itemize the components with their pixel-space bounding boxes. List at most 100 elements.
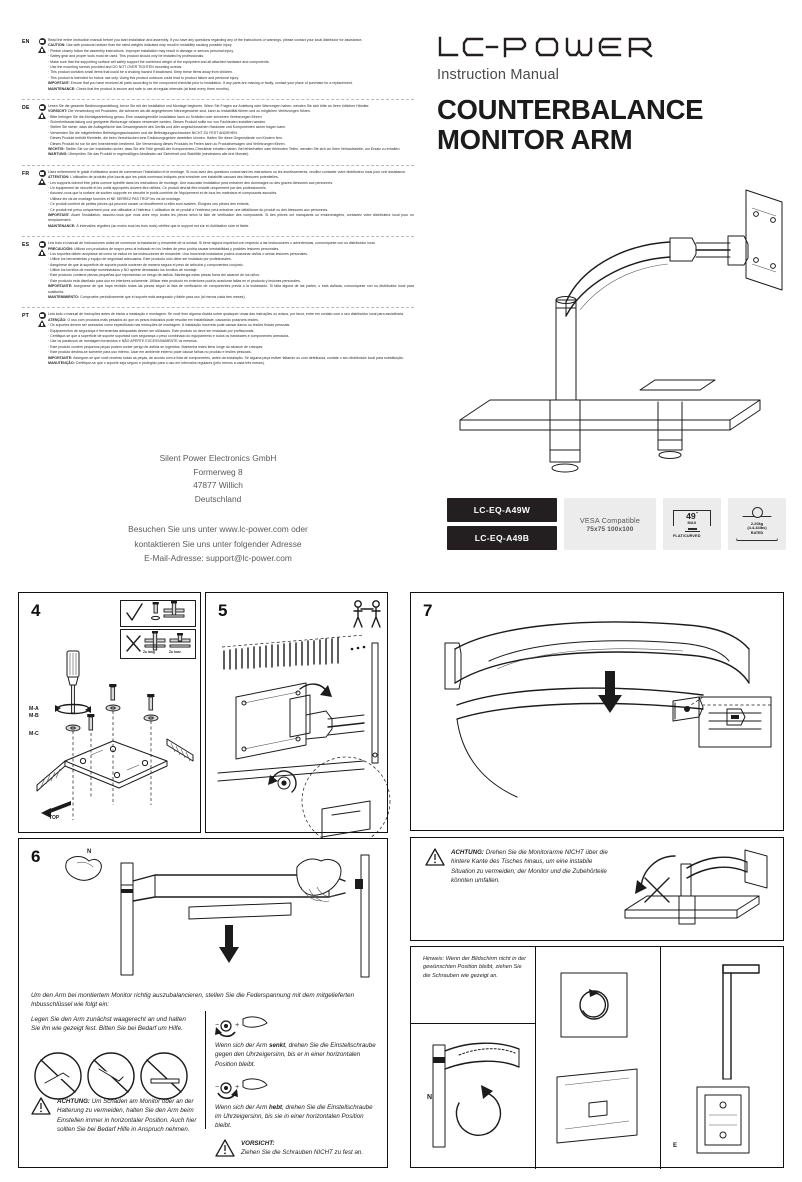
safety-language-es: ES Lea todo el manual de instrucciones a… [22, 241, 414, 300]
safety-maintenance: MAINTENANCE: Check that the product is s… [48, 86, 230, 91]
safety-bullet: · Dieses Produkt enthält Kleinteile, die… [48, 136, 283, 141]
note-text: Hinweis: Wenn der Blidschirm nicht in de… [423, 956, 527, 979]
safety-language-en: EN Read the entire instruction manual be… [22, 38, 414, 92]
step-7-panel: 7 [410, 592, 784, 831]
step-6-raise-text: Wenn sich der Arm hebt, drehen Sie die E… [215, 1103, 373, 1130]
step-6-lead-text: Um den Arm bei montiertem Monitor richti… [31, 992, 355, 1009]
company-name: Silent Power Electronics GmbH [159, 453, 277, 463]
safety-bullet: · Make sure that the supporting surface … [48, 59, 270, 64]
label-n: N [427, 1094, 432, 1101]
safety-text-pt: Leia todo o manual de instruções antes d… [48, 312, 414, 366]
step-6-left-warning-text: ACHTUNG: Um Schäden am Monitor oder an d… [57, 1098, 197, 1134]
safety-bullet: · Verwenden Sie die mitgelieferten Befes… [48, 130, 238, 135]
read-manual-icon [38, 103, 46, 111]
language-code-fr: FR [22, 170, 30, 177]
warning-triangle-icon [31, 1097, 51, 1115]
company-address-block: Silent Power Electronics GmbH Formerweg … [22, 452, 414, 566]
language-code-es: ES [22, 242, 30, 249]
step-number-4: 4 [31, 601, 41, 620]
part-label-ma-mb: M-A M-B [29, 706, 39, 719]
safety-icons [36, 312, 48, 328]
screen-size-max: MAX [687, 521, 697, 526]
email-line: E-Mail-Adresse: support@lc-power.com [144, 553, 292, 564]
safety-bullet: · Use os parafusos de montagem fornecido… [48, 339, 198, 344]
safety-bullet: · Stellen Sie sicher, dass die Auflagefl… [48, 125, 286, 130]
weight-handle [751, 507, 763, 518]
screen-size-badge: 49″ MAX FLAT/CURVED [663, 498, 721, 550]
brand-header: Instruction Manual COUNTERBALANCE MONITO… [437, 34, 782, 156]
safety-caution: VORSICHT: Die Verwendung mit Produkten, … [48, 109, 311, 114]
warning-triangle-icon [38, 320, 46, 328]
part-label-mc: M-C [29, 731, 39, 737]
model-badge-white: LC-EQ-A49W [447, 498, 557, 522]
weight-body: 2-20kg (4.4-44lbs) RATED [736, 516, 778, 541]
safety-important: WICHTIG: Stellen Sie vor der Installatio… [48, 147, 401, 152]
monitor-stand [687, 527, 697, 530]
safety-instructions-block: EN Read the entire instruction manual be… [22, 38, 414, 373]
product-illustration [430, 150, 790, 480]
step-6-lower-text: Wenn sich der Arm senkt, drehen Sie die … [215, 1042, 376, 1068]
label-e: E [673, 1143, 678, 1149]
read-manual-icon [38, 38, 46, 45]
safety-text-de: Lesen Sie die gesamte Bedienungsanleitun… [48, 104, 414, 158]
safety-text-es: Lea todo el manual de instrucciones ante… [48, 241, 414, 300]
safety-bullet: · Bitte befolgen Sie die Montageanleitun… [48, 114, 263, 119]
safety-bullet: · Please closely follow the assembly ins… [48, 48, 234, 53]
safety-bullet: · Utilisez les vis de montage fournies e… [48, 196, 182, 201]
vesa-spec-badge: VESA Compatible 75x75 100x100 [564, 498, 656, 550]
vesa-label: VESA Compatible [579, 515, 641, 525]
warning-triangle-icon [215, 1139, 235, 1157]
safety-bullet: · Asegúrese de que la superficie de sopo… [48, 262, 244, 267]
safety-bullet: · Certifique-se que a superfície de supo… [48, 333, 290, 338]
safety-bullet: · Este produto contém pequenos peças pod… [48, 344, 264, 349]
safety-important: IMPORTANT: Avant l'installation, assurez… [48, 212, 414, 223]
bad-screw-too-long-label: Zu lang [143, 650, 155, 654]
safety-bullet: · Ce produit contient de petites pièces … [48, 202, 250, 207]
divider [22, 98, 414, 100]
safety-bullet: · Safety gear and proper tools must be u… [48, 54, 205, 59]
weight-rated: RATED [750, 530, 764, 535]
safety-bullet: · Ce produit est prévu uniquement pour u… [48, 207, 329, 212]
safety-caution: ATTENTION: L'utilisation de produits plu… [48, 175, 279, 180]
monitor-icon: 49″ MAX FLAT/CURVED [673, 510, 711, 538]
country: Deutschland [194, 493, 242, 504]
weight-kg: 2-20kg [750, 520, 764, 526]
product-title: COUNTERBALANCE MONITOR ARM [437, 94, 782, 156]
bad-screw-too-short-label: Zu kurz [169, 650, 181, 654]
safety-intro: Leia todo o manual de instruções antes d… [48, 312, 405, 317]
language-code-de: DE [22, 104, 30, 111]
warning-triangle-icon [38, 249, 46, 257]
safety-bullet: · Dieses Produkt ist nur für den Innenbe… [48, 141, 286, 146]
divider [411, 1023, 535, 1024]
product-title-line2: MONITOR ARM [437, 124, 633, 156]
safety-bullet: · Este producto está diseñado para uso e… [48, 278, 301, 283]
achtung-warning: ACHTUNG: Drehen Sie die Monitorarme NICH… [425, 848, 615, 886]
step-6-right-column: − + Wenn sich der Arm senkt, drehen Sie … [215, 1015, 377, 1158]
svg-text:−: − [215, 1022, 219, 1029]
step-6-right-warning-text: VORSICHT: Ziehen Sie die Schrauben NICHT… [241, 1139, 364, 1157]
street-address: Formerweg 8 [193, 466, 243, 477]
divider [660, 947, 661, 1169]
step-number-5: 5 [218, 601, 228, 620]
postal-city: 47877 Willich [193, 480, 243, 491]
safety-bullet: · Equipamentos de segurança e ferramenta… [48, 328, 255, 333]
model-badge-black: LC-EQ-A49B [447, 526, 557, 550]
safety-bullet: · This product contains small items that… [48, 70, 234, 75]
divider [22, 236, 414, 238]
step-number-7: 7 [423, 601, 433, 620]
safety-language-fr: FR Lisez entièrement le guide d'utilisat… [22, 169, 414, 229]
safety-language-de: DE Lesen Sie die gesamte Bedienungsanlei… [22, 103, 414, 158]
screw-tighten-note-panel: Hinweis: Wenn der Blidschirm nicht in de… [410, 946, 784, 1169]
model-badge-stack: LC-EQ-A49W LC-EQ-A49B [447, 498, 557, 550]
safety-bullet: · Les supports doivent être joints comme… [48, 180, 334, 185]
safety-icons [36, 241, 48, 257]
safety-bullet: · Los soportes deben acoplarse tal como … [48, 251, 309, 256]
product-title-line1: COUNTERBALANCE [437, 94, 704, 125]
website-line: Besuchen Sie uns unter www.lc-power.com … [128, 524, 308, 535]
warning-triangle-icon [38, 111, 46, 119]
safety-icons [36, 103, 48, 119]
safety-intro: Lisez entièrement le guide d'utilisateur… [48, 169, 407, 174]
safety-maintenance: WARTUNG: Überprüfen Sie das Produkt in r… [48, 152, 250, 157]
read-manual-icon [38, 312, 46, 320]
vertical-divider [205, 1011, 206, 1129]
